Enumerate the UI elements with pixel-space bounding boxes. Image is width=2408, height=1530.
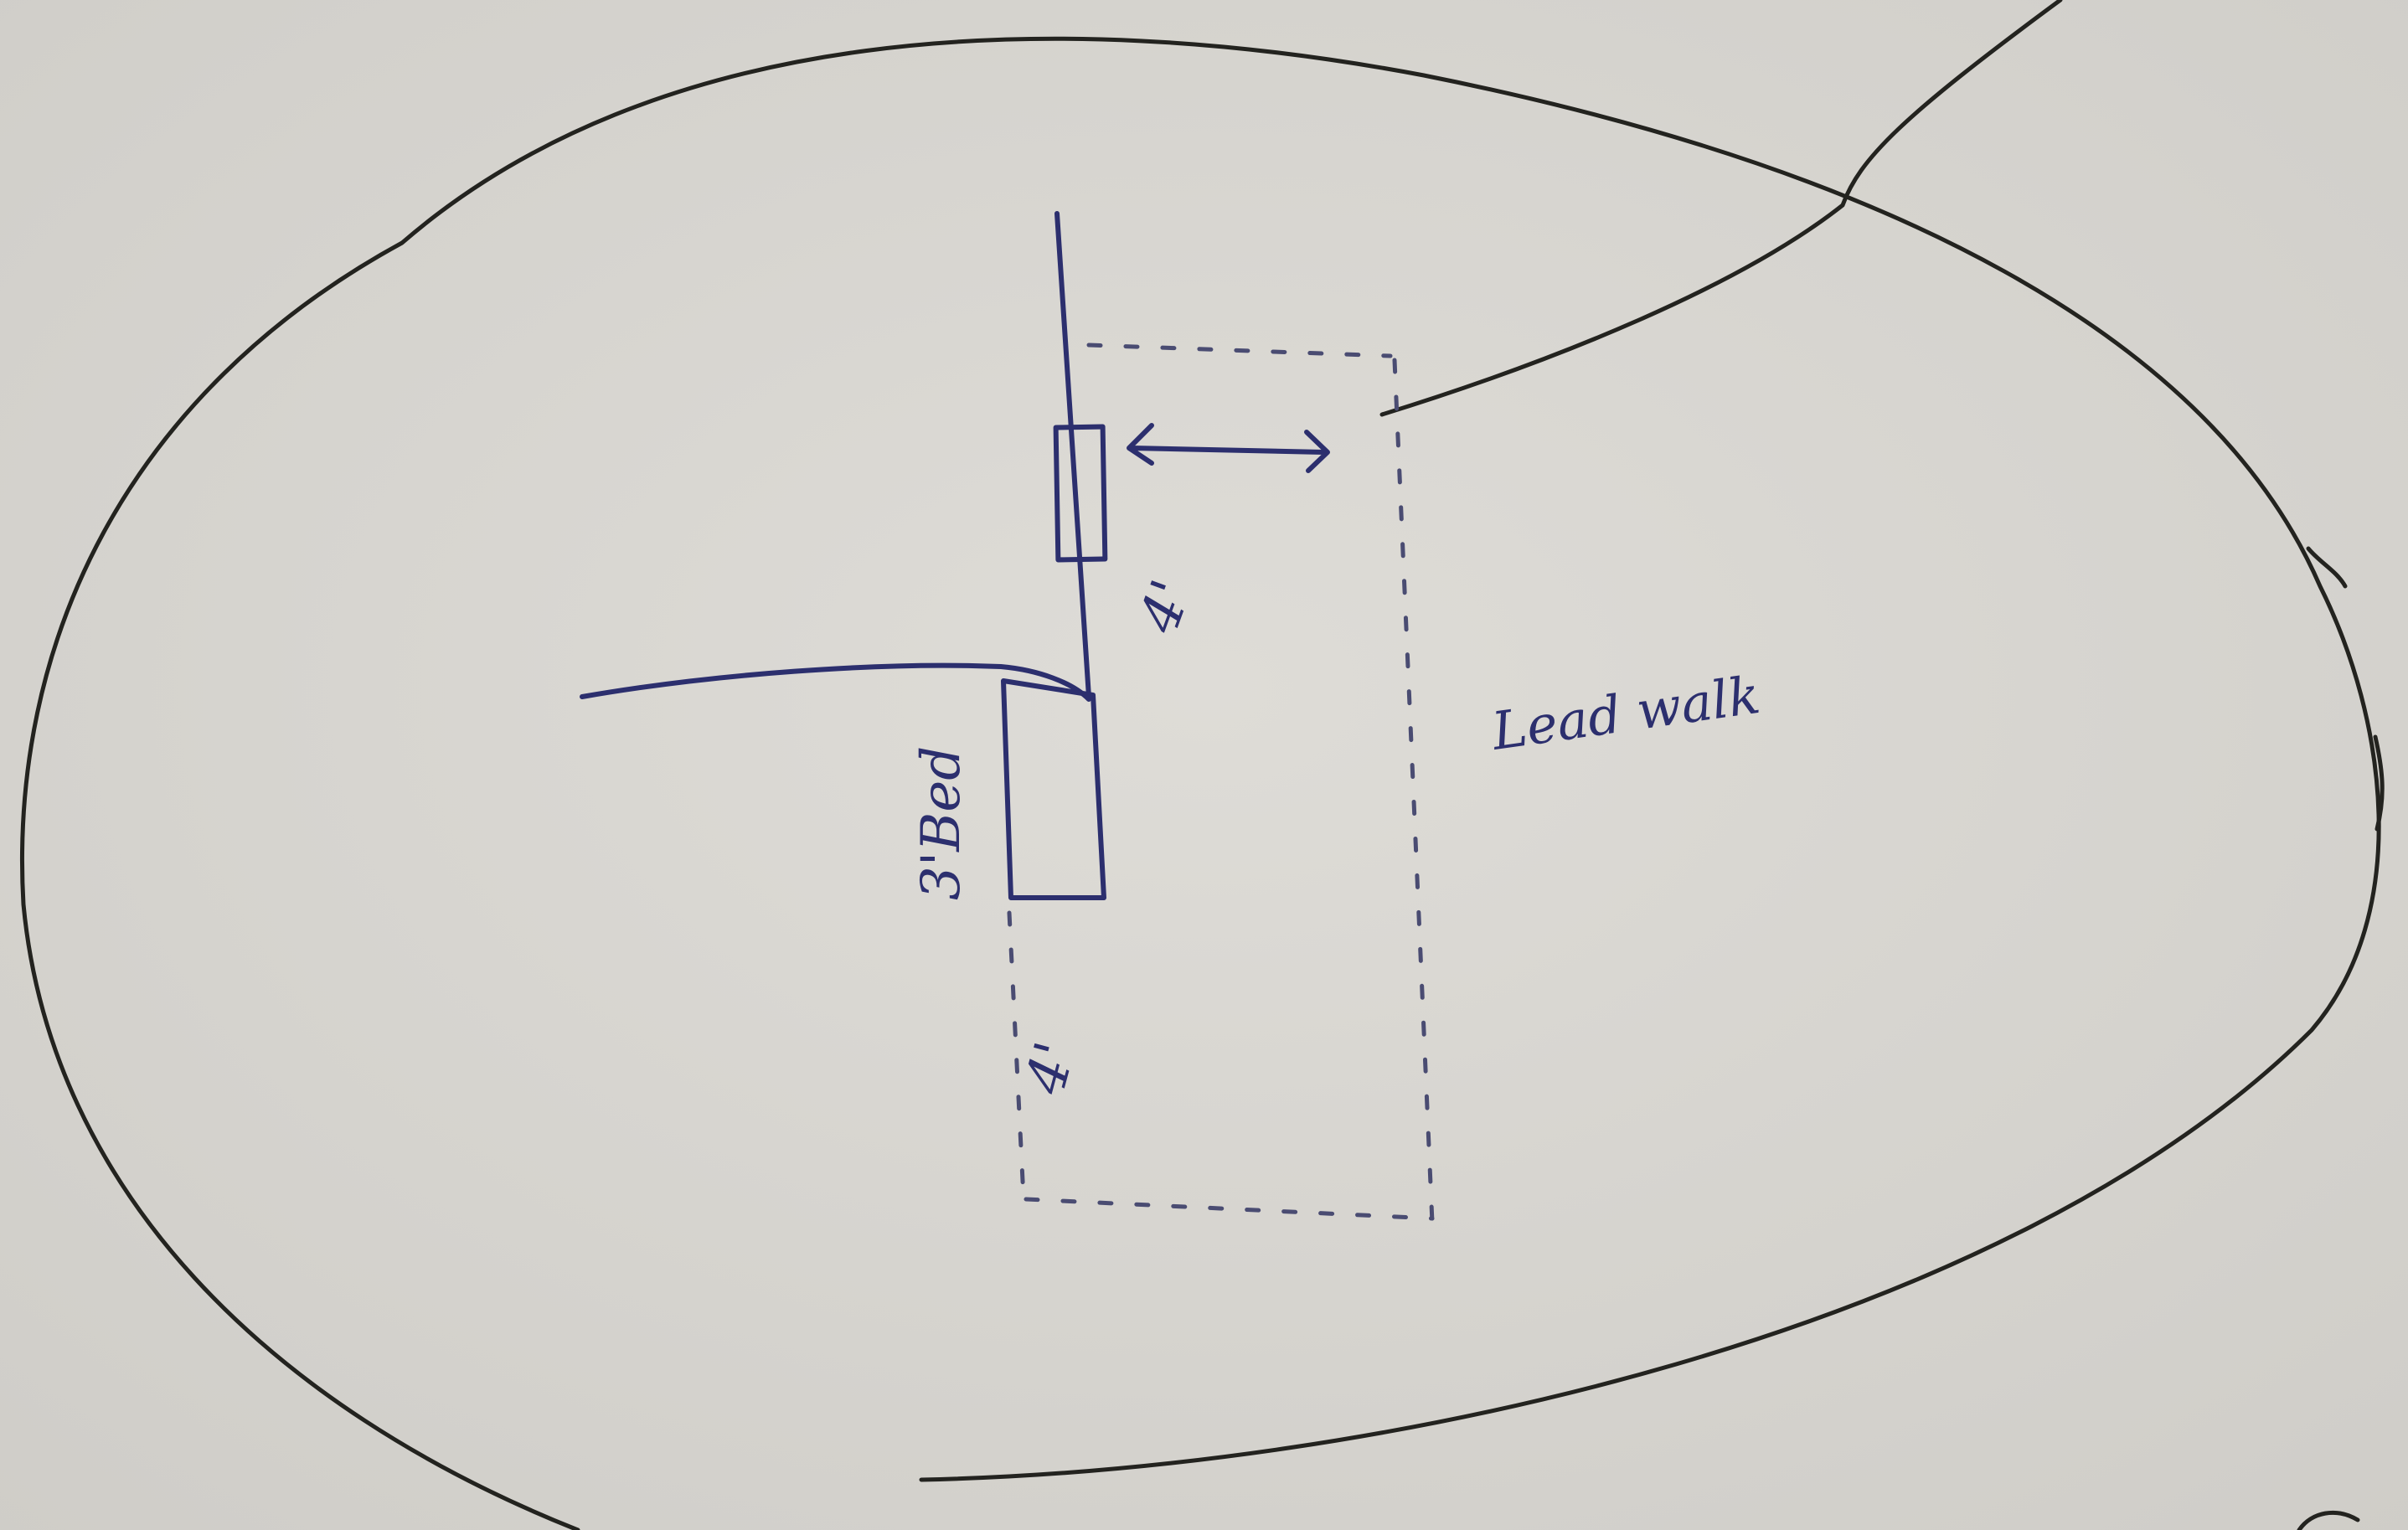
clearance-zone-top [1086, 343, 1393, 358]
side-wall-line [580, 662, 1091, 702]
bed-rect [1001, 678, 1106, 900]
clearance-zone-left [1007, 910, 1026, 1200]
outline-notch [2306, 546, 2348, 589]
outline-notch-lower [2373, 734, 2385, 832]
clearance-arrow [1127, 423, 1330, 473]
clearance-zone-bottom [1024, 1197, 1435, 1221]
door-rect [1053, 424, 1108, 563]
wall-line [1054, 211, 1091, 699]
room-outline [19, 36, 2381, 1530]
bed-label: 3'Bed [910, 746, 972, 900]
paper-corner-mark [2297, 1510, 2360, 1530]
walkway-line [1379, 0, 2063, 417]
